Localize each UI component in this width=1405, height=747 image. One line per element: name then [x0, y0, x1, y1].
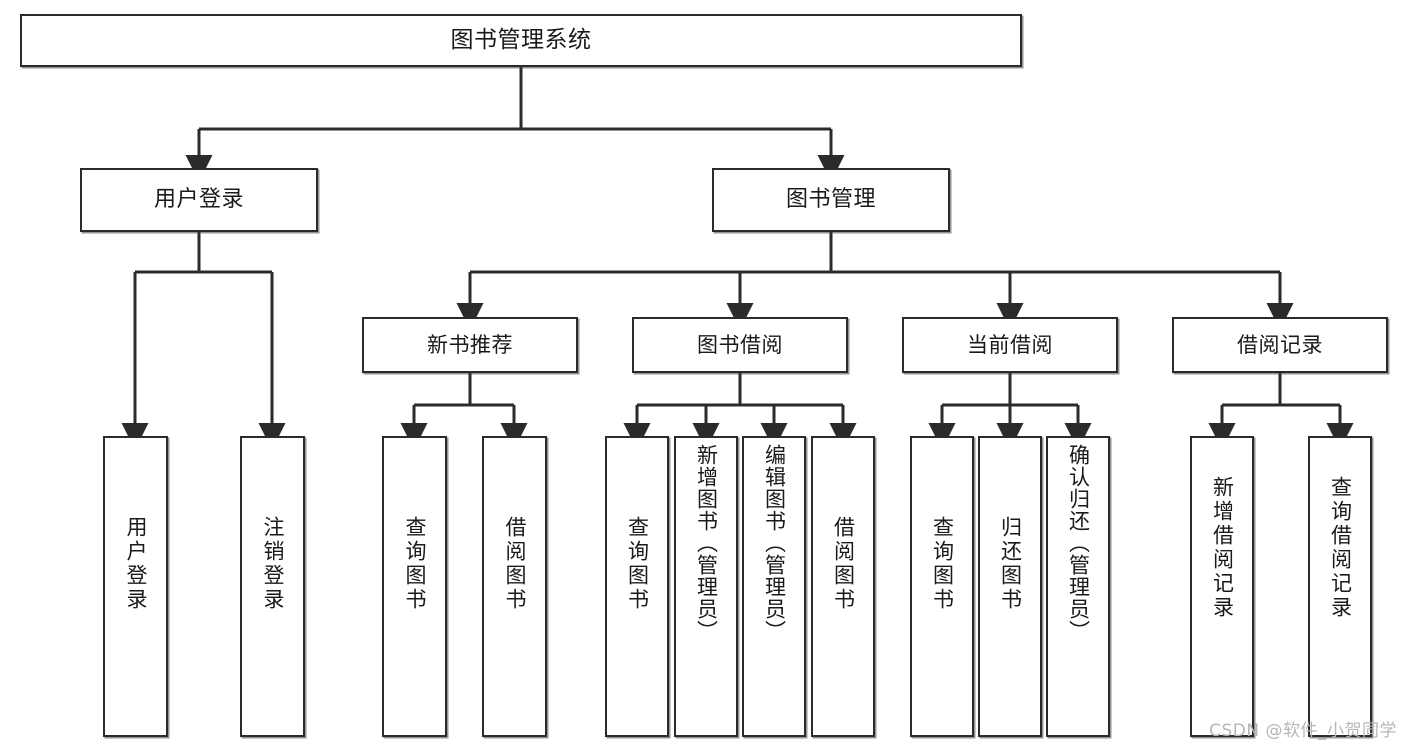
- csdn-watermark: CSDN @软件_小贺同学: [1209, 721, 1397, 741]
- node-borrow-record[interactable]: 借阅记录: [1172, 317, 1388, 373]
- node-new-book-recommend-label: 新书推荐: [427, 332, 513, 357]
- node-leaf-bb-add[interactable]: 新增图书（管理员）: [674, 436, 738, 737]
- node-root[interactable]: 图书管理系统: [20, 14, 1022, 67]
- node-root-label: 图书管理系统: [450, 27, 592, 54]
- node-leaf-br-add[interactable]: 新增借阅记录: [1190, 436, 1254, 737]
- node-leaf-bb-query-label: 查询图书: [625, 516, 650, 612]
- node-leaf-bb-edit-label: 编辑图书（管理员）: [762, 444, 787, 642]
- node-leaf-bb-add-label: 新增图书（管理员）: [694, 444, 719, 642]
- node-borrow-record-label: 借阅记录: [1237, 332, 1323, 357]
- node-user-login-label: 用户登录: [153, 187, 244, 213]
- node-leaf-cb-confirm-label: 确认归还（管理员）: [1066, 444, 1091, 642]
- node-leaf-nbr-query[interactable]: 查询图书: [382, 436, 447, 737]
- node-leaf-bb-borrow-label: 借阅图书: [831, 516, 856, 612]
- node-new-book-recommend[interactable]: 新书推荐: [362, 317, 578, 373]
- node-user-login[interactable]: 用户登录: [80, 168, 318, 232]
- node-leaf-br-query-label: 查询借阅记录: [1328, 476, 1353, 620]
- node-current-borrow-label: 当前借阅: [967, 332, 1053, 357]
- node-leaf-bb-query[interactable]: 查询图书: [605, 436, 669, 737]
- node-leaf-cb-query-label: 查询图书: [930, 516, 955, 612]
- node-leaf-cb-return-label: 归还图书: [998, 516, 1023, 612]
- node-book-manage-label: 图书管理: [785, 187, 876, 213]
- node-leaf-user-login[interactable]: 用户登录: [103, 436, 168, 737]
- node-leaf-bb-borrow[interactable]: 借阅图书: [811, 436, 875, 737]
- node-leaf-br-add-label: 新增借阅记录: [1210, 476, 1235, 620]
- node-leaf-cb-confirm[interactable]: 确认归还（管理员）: [1046, 436, 1110, 737]
- node-book-manage[interactable]: 图书管理: [712, 168, 950, 232]
- node-leaf-cb-return[interactable]: 归还图书: [978, 436, 1042, 737]
- node-leaf-nbr-borrow-label: 借阅图书: [503, 516, 527, 612]
- node-leaf-nbr-query-label: 查询图书: [403, 516, 427, 612]
- node-book-borrow[interactable]: 图书借阅: [632, 317, 848, 373]
- node-leaf-cb-query[interactable]: 查询图书: [910, 436, 974, 737]
- node-book-borrow-label: 图书借阅: [697, 332, 783, 357]
- node-leaf-user-logout[interactable]: 注销登录: [240, 436, 305, 737]
- node-leaf-user-logout-label: 注销登录: [261, 516, 285, 612]
- node-leaf-bb-edit[interactable]: 编辑图书（管理员）: [742, 436, 806, 737]
- node-leaf-user-login-label: 用户登录: [124, 516, 148, 612]
- node-leaf-nbr-borrow[interactable]: 借阅图书: [482, 436, 547, 737]
- node-leaf-br-query[interactable]: 查询借阅记录: [1308, 436, 1372, 737]
- node-current-borrow[interactable]: 当前借阅: [902, 317, 1118, 373]
